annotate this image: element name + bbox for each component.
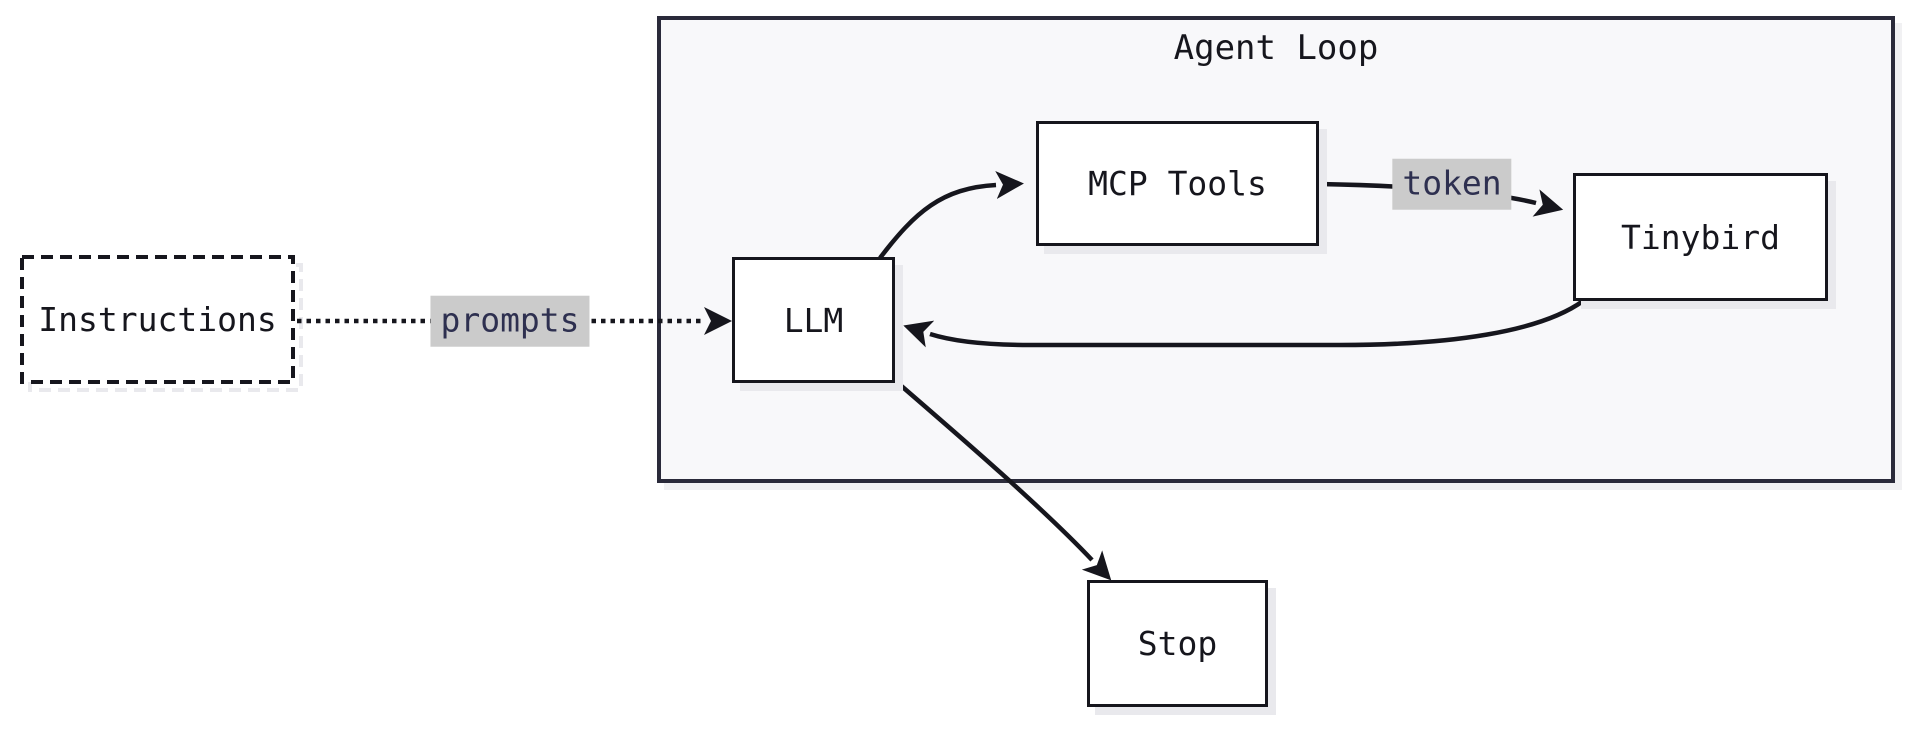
- mcp-tools-node: MCP Tools: [1036, 121, 1319, 246]
- token-edge-label: token: [1392, 158, 1512, 210]
- instructions-node-label: Instructions: [38, 300, 277, 339]
- tinybird-node: Tinybird: [1573, 173, 1828, 301]
- prompts-edge-label: prompts: [430, 295, 590, 347]
- llm-node: LLM: [732, 257, 895, 383]
- stop-node-label: Stop: [1137, 624, 1218, 663]
- edge-llm-to-mcp: [878, 171, 1024, 260]
- instructions-node: Instructions: [22, 257, 293, 382]
- agent-loop-title: Agent Loop: [1173, 28, 1379, 68]
- tinybird-node-label: Tinybird: [1621, 217, 1780, 257]
- stop-node: Stop: [1087, 580, 1268, 707]
- edge-llm-to-stop: [889, 375, 1112, 581]
- llm-node-label: LLM: [783, 300, 844, 340]
- edge-tinybird-to-llm: [903, 299, 1585, 348]
- instructions-node-border: [20, 255, 295, 384]
- mcp-tools-node-label: MCP Tools: [1088, 164, 1267, 203]
